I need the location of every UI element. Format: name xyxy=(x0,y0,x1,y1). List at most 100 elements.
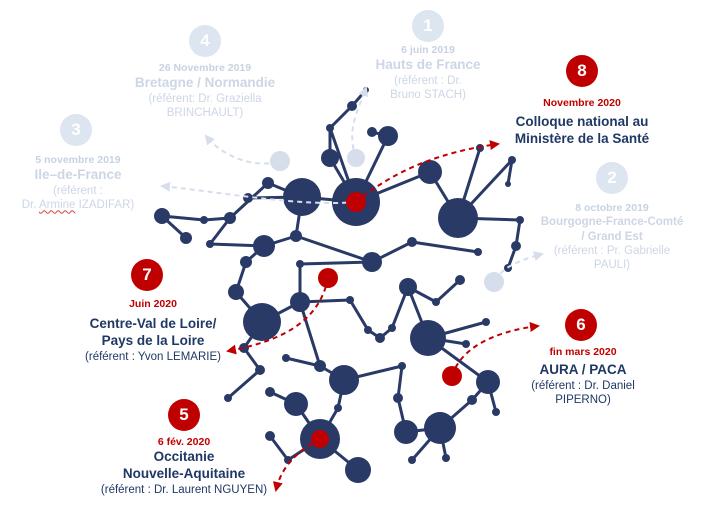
milestone-6-date: fin mars 2020 xyxy=(549,346,617,358)
network-node xyxy=(224,394,232,402)
network-node xyxy=(492,408,500,416)
milestone-4-region: Bretagne / Normandie xyxy=(134,75,276,91)
network-node xyxy=(367,127,377,137)
network-node xyxy=(283,178,321,216)
network-edge xyxy=(411,240,479,254)
milestone-8-date: Novembre 2020 xyxy=(543,97,621,109)
network-node xyxy=(455,275,465,285)
network-node xyxy=(321,149,339,167)
network-node xyxy=(432,298,440,306)
network-node xyxy=(364,326,372,334)
milestone-2-badge: 2 xyxy=(596,162,628,194)
arrow-1-hauts-de-france xyxy=(351,86,368,159)
network-node xyxy=(200,216,208,224)
network-edge xyxy=(434,278,462,304)
network-node xyxy=(180,232,192,244)
milestone-3-referent-2: Dr. Armine IZADIFAR) xyxy=(21,199,135,212)
network-edge xyxy=(299,260,373,266)
milestone-6-label: fin mars 2020 AURA / PACA (référent : Dr… xyxy=(508,346,658,408)
network-node xyxy=(345,457,371,483)
network-nodes xyxy=(154,87,524,483)
milestone-6-referent-2: PIPERNO) xyxy=(555,394,611,407)
network-edge xyxy=(396,365,404,399)
milestone-5-region: Occitanie xyxy=(153,449,215,465)
network-node xyxy=(482,318,490,326)
milestone-3-label: 5 novembre 2019 Ile–de-France (référent … xyxy=(0,154,156,213)
network-node xyxy=(418,160,442,184)
milestone-2-referent-2: PAULI) xyxy=(593,259,631,272)
network-node xyxy=(262,177,274,189)
network-node xyxy=(253,235,275,257)
milestone-8-title: Colloque national au xyxy=(515,114,649,130)
network-node xyxy=(240,256,252,268)
network-node xyxy=(224,212,236,224)
milestone-3-date: 5 novembre 2019 xyxy=(35,154,121,166)
network-node xyxy=(290,292,310,312)
network-node xyxy=(239,343,249,353)
milestone-1-label: 6 juin 2019 Hauts de France (référent : … xyxy=(353,44,503,103)
arrow-7-centre-val-de-loire xyxy=(226,277,329,355)
milestone-2-date: 8 octobre 2019 xyxy=(575,202,649,214)
network-node xyxy=(347,101,357,111)
marker-4-faded xyxy=(270,151,290,171)
milestone-5-badge: 5 xyxy=(168,399,200,431)
milestone-8-title-2: Ministère de la Santé xyxy=(514,131,650,146)
milestone-1-date: 6 juin 2019 xyxy=(401,44,455,56)
network-node xyxy=(329,365,359,395)
network-node xyxy=(375,333,385,343)
milestone-7-referent: (référent : Yvon LEMARIE) xyxy=(85,350,221,363)
network-node xyxy=(410,320,446,356)
milestone-markers xyxy=(270,149,504,448)
marker-5-red xyxy=(311,430,329,448)
network-node xyxy=(243,193,253,203)
milestone-4-badge: 4 xyxy=(189,25,221,57)
network-node xyxy=(516,216,524,224)
marker-1-faded xyxy=(347,149,365,167)
milestone-5-date: 6 fév. 2020 xyxy=(157,436,211,448)
network-node xyxy=(408,456,416,464)
network-node xyxy=(474,248,482,256)
marker-6-red xyxy=(442,366,462,386)
milestone-7-badge: 7 xyxy=(131,259,163,291)
milestone-7-region: Centre-Val de Loire/ xyxy=(89,316,217,332)
network-node xyxy=(505,181,511,187)
marker-7-red xyxy=(318,268,338,288)
milestone-4-referent: (référent: Dr. Graziella xyxy=(148,93,262,105)
network-node xyxy=(476,370,500,394)
network-node xyxy=(399,278,417,296)
milestone-3-region: Ile–de-France xyxy=(34,167,122,183)
network-node xyxy=(508,156,516,164)
network-node xyxy=(346,296,354,304)
network-node xyxy=(265,431,275,441)
milestone-1-region: Hauts de France xyxy=(375,57,481,73)
network-node xyxy=(511,241,521,251)
network-edge xyxy=(295,234,373,264)
network-edge xyxy=(328,104,354,130)
network-node xyxy=(398,362,406,370)
network-node xyxy=(290,230,302,242)
network-node xyxy=(362,252,382,272)
network-node xyxy=(424,412,456,444)
network-node xyxy=(154,208,170,224)
network-node xyxy=(442,454,450,462)
milestone-5-referent: (référent : Dr. Laurent NGUYEN) xyxy=(100,483,268,496)
network-node xyxy=(206,240,214,248)
network-node xyxy=(228,284,244,300)
marker-2-faded xyxy=(484,272,504,292)
milestone-3-referent: (référent : xyxy=(53,185,103,197)
network-edge xyxy=(227,368,261,400)
network-node xyxy=(326,124,334,132)
arrow-4-bretagne xyxy=(204,134,279,165)
arrow-6-aura-paca xyxy=(451,322,540,377)
milestone-5-region-2: Nouvelle-Aquitaine xyxy=(122,466,246,481)
network-node xyxy=(476,144,484,152)
milestone-2-region-2: / Grand Est xyxy=(581,230,643,243)
milestone-6-region: AURA / PACA xyxy=(539,362,627,378)
network-node xyxy=(467,395,477,405)
network-node xyxy=(255,365,265,375)
network-node xyxy=(393,393,403,403)
milestone-7-date: Juin 2020 xyxy=(129,298,177,310)
milestone-1-badge: 1 xyxy=(412,10,444,42)
network-node xyxy=(265,387,275,397)
